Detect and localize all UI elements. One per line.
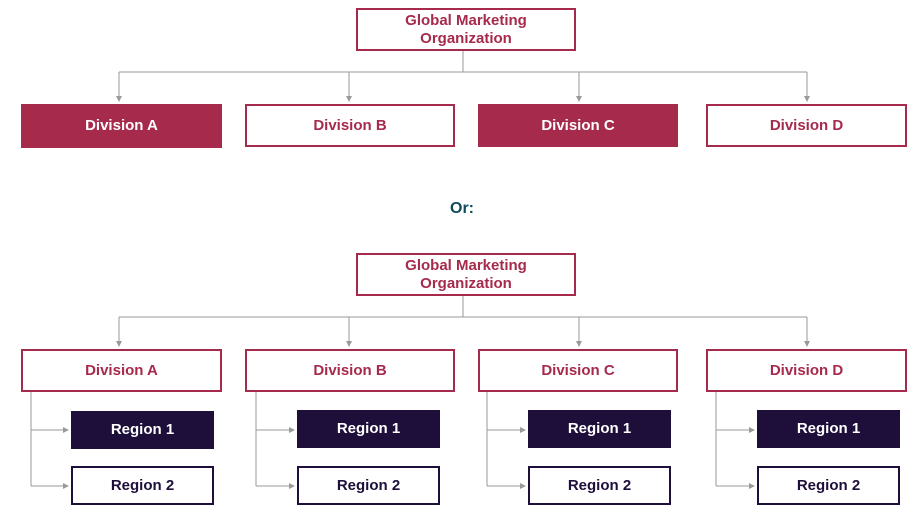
root-node-bottom: Global Marketing Organization xyxy=(356,253,576,296)
division-d-node-top: Division D xyxy=(706,104,907,147)
division-c-region-1: Region 1 xyxy=(528,410,671,448)
division-d-node-bottom: Division D xyxy=(706,349,907,392)
division-c-region-2: Region 2 xyxy=(528,466,671,505)
division-c-node-bottom: Division C xyxy=(478,349,678,392)
division-a-node-bottom: Division A xyxy=(21,349,222,392)
division-b-node-top: Division B xyxy=(245,104,455,147)
division-b-region-1: Region 1 xyxy=(297,410,440,448)
root-node-top: Global Marketing Organization xyxy=(356,8,576,51)
division-c-node-top: Division C xyxy=(478,104,678,147)
division-b-region-2: Region 2 xyxy=(297,466,440,505)
division-a-region-2: Region 2 xyxy=(71,466,214,505)
division-b-node-bottom: Division B xyxy=(245,349,455,392)
division-a-node-top: Division A xyxy=(21,104,222,148)
separator-label: Or: xyxy=(450,200,474,217)
division-a-region-1: Region 1 xyxy=(71,411,214,449)
division-d-region-2: Region 2 xyxy=(757,466,900,505)
division-d-region-1: Region 1 xyxy=(757,410,900,448)
